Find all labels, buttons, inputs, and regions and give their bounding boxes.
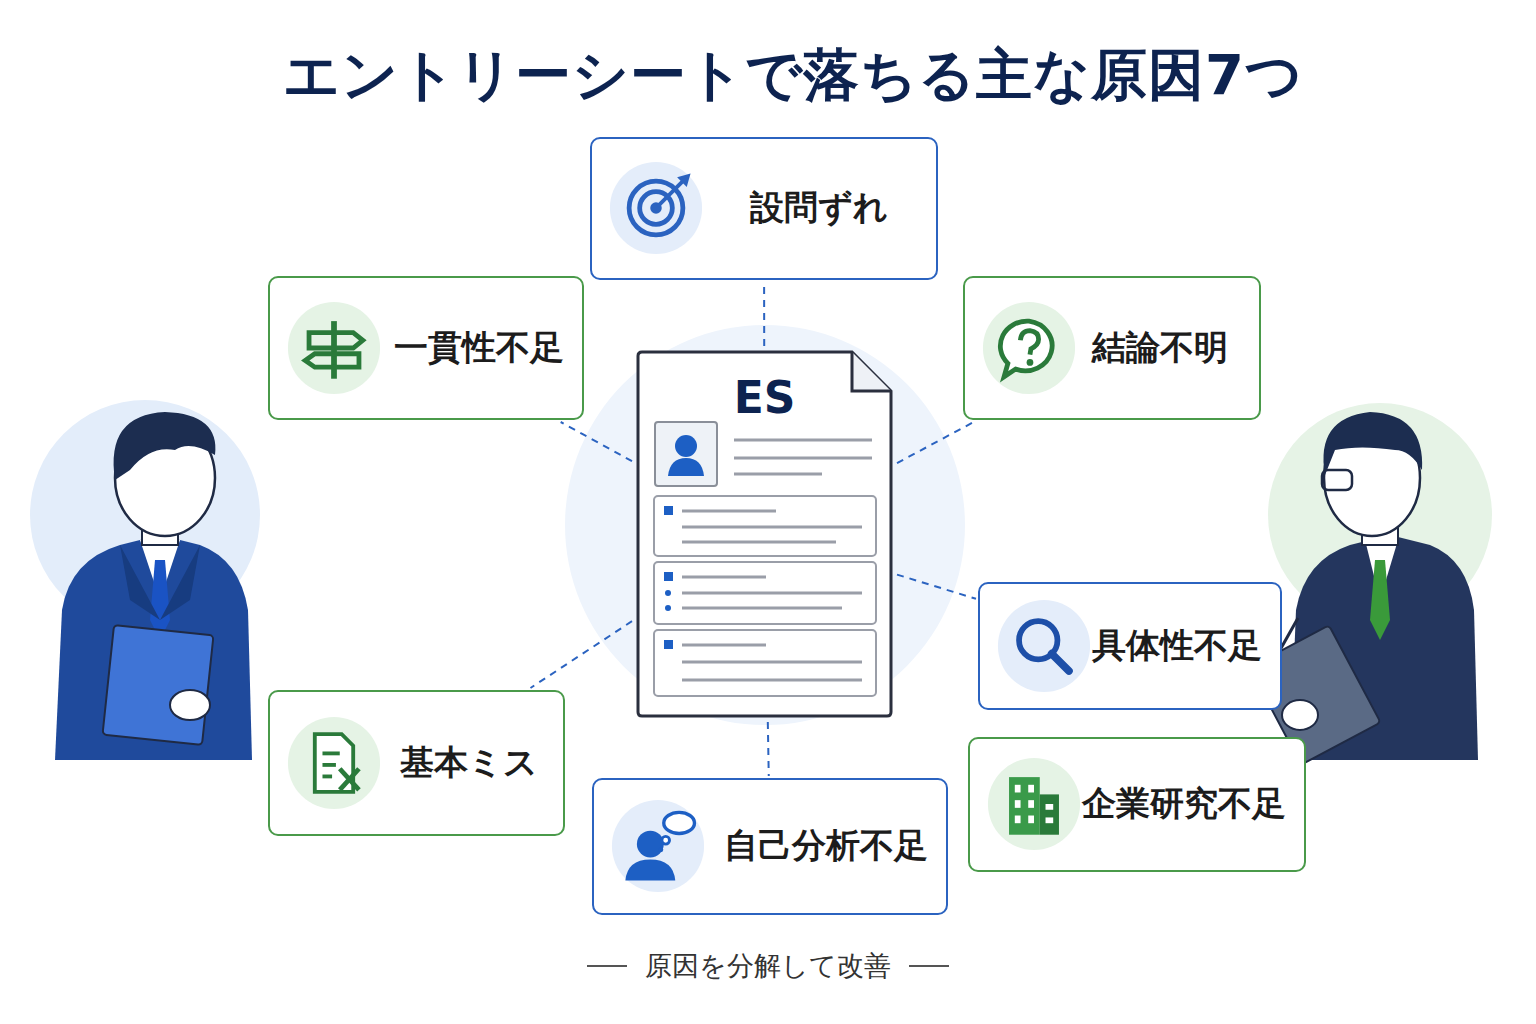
interviewer-figure (1249, 403, 1492, 765)
cause-box: 自己分析不足 (592, 778, 948, 915)
cause-label: 自己分析不足 (724, 823, 928, 869)
cause-box: 結論不明 (963, 276, 1261, 420)
cause-box: 具体性不足 (978, 582, 1282, 710)
dashed-connector (561, 422, 632, 461)
caption-rule (909, 965, 949, 967)
cause-label: 設問ずれ (750, 185, 888, 231)
cause-label: 結論不明 (1092, 325, 1228, 371)
dashed-connector (530, 621, 632, 688)
caption-row: 原因を分解して改善 (0, 948, 1536, 984)
cause-icon (996, 598, 1092, 694)
dashed-connector (763, 282, 765, 346)
cause-icon (981, 300, 1077, 396)
title: エントリーシートで落ちる主な原因7つ (0, 38, 1536, 114)
cause-label: 基本ミス (400, 740, 538, 786)
cause-icon (286, 300, 382, 396)
cause-label: 一貫性不足 (394, 325, 564, 371)
cause-box: 企業研究不足 (968, 737, 1306, 872)
document-node: ES (636, 350, 893, 718)
center-halo (565, 325, 965, 725)
cause-icon (286, 715, 382, 811)
document-label: ES (734, 372, 796, 423)
cause-icon (986, 756, 1082, 852)
dashed-connector (767, 722, 770, 776)
cause-label: 企業研究不足 (1082, 781, 1286, 827)
cause-icon (608, 160, 704, 256)
dashed-connector (897, 422, 974, 463)
caption: 原因を分解して改善 (645, 948, 891, 984)
cause-box: 一貫性不足 (268, 276, 584, 420)
cause-box: 基本ミス (268, 690, 565, 836)
dashed-connector (897, 575, 976, 599)
student-figure (30, 400, 260, 760)
cause-label: 具体性不足 (1092, 623, 1262, 669)
cause-box: 設問ずれ (590, 137, 938, 280)
caption-rule (587, 965, 627, 967)
cause-icon (610, 798, 706, 894)
